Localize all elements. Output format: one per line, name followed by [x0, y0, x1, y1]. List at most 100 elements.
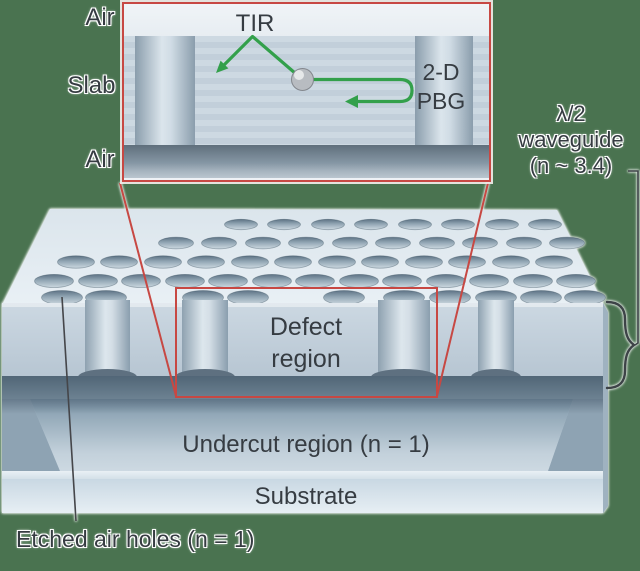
air-hole — [556, 273, 596, 288]
air-hole — [34, 273, 74, 288]
air-hole — [405, 255, 443, 269]
air-hole — [311, 218, 345, 231]
pbg-label-line1: 2-D — [422, 59, 460, 85]
cross-section-inset: TIR 2-D PBG — [122, 2, 491, 182]
light-ray-arrows — [216, 34, 414, 108]
etched-air-holes-label: Etched air holes (n = 1) — [16, 526, 255, 552]
air-hole — [398, 218, 432, 231]
air-hole — [224, 218, 258, 231]
slab-block — [2, 209, 608, 513]
inset-hole-column — [135, 36, 195, 145]
air-hole — [462, 236, 498, 250]
air-hole — [288, 236, 324, 250]
pbg-ray — [311, 77, 414, 104]
callout-right-connector — [436, 182, 489, 397]
front-hole-pillars — [85, 300, 514, 378]
waveguide-label-line3: (n ~ 3.4) — [529, 153, 613, 178]
inset-hole-column — [415, 36, 473, 145]
air-hole — [227, 290, 269, 305]
air-hole — [339, 273, 379, 288]
tir-arrowhead — [216, 60, 229, 73]
air-hole — [492, 255, 530, 269]
undercut-right-wall — [548, 399, 603, 471]
air-hole — [419, 236, 455, 250]
air-hole — [361, 255, 399, 269]
air-hole — [57, 255, 95, 269]
waveguide-label: λ/2 waveguide (n ~ 3.4) — [496, 101, 640, 179]
air-hole — [208, 273, 248, 288]
undercut-region-label: Undercut region (n = 1) — [182, 431, 430, 458]
slab-label: Slab — [67, 72, 116, 99]
air-hole — [318, 255, 356, 269]
inset-air-band-top — [124, 4, 489, 36]
undercut-left-wall — [2, 399, 60, 471]
air-hole — [201, 236, 237, 250]
waveguide-label-line1: λ/2 — [556, 101, 586, 126]
air-hole — [187, 255, 225, 269]
air-hole — [426, 273, 466, 288]
air-hole — [245, 236, 281, 250]
pbg-label: 2-D PBG — [407, 58, 475, 116]
air-hole — [295, 273, 335, 288]
air-hole — [375, 236, 411, 250]
air-hole — [78, 273, 118, 288]
inset-air-band-bottom — [124, 145, 489, 178]
air-hole — [506, 236, 542, 250]
air-bottom-label: Air — [85, 146, 115, 173]
substrate-front-face — [2, 479, 603, 513]
air-hole — [441, 218, 475, 231]
pbg-arrowhead — [345, 95, 358, 108]
air-hole — [429, 290, 471, 305]
substrate-ledge — [2, 471, 603, 479]
undercut-depth-shadow — [2, 399, 603, 414]
magnification-callout — [119, 182, 489, 398]
slab-front-top-highlight — [2, 303, 603, 307]
air-hole — [564, 290, 606, 305]
substrate-label: Substrate — [254, 483, 358, 510]
waveguide-brace — [605, 300, 637, 390]
undercut-back-wall — [30, 399, 573, 471]
air-hole — [382, 273, 422, 288]
air-hole — [485, 218, 519, 231]
air-hole — [448, 255, 486, 269]
air-hole — [165, 273, 205, 288]
air-hole — [520, 290, 562, 305]
air-hole — [354, 218, 388, 231]
block-right-face — [603, 303, 608, 513]
air-hole — [469, 273, 509, 288]
air-hole — [274, 255, 312, 269]
pbg-label-line2: PBG — [416, 88, 466, 114]
front-pillar — [478, 300, 514, 378]
defect-region-label-line2: region — [271, 345, 341, 373]
inset-hole-columns — [124, 36, 489, 145]
air-hole — [332, 236, 368, 250]
air-hole — [549, 236, 585, 250]
air-hole — [144, 255, 182, 269]
front-pillar — [182, 300, 228, 378]
air-top-label: Air — [85, 4, 115, 31]
undercut-shadow-band — [2, 376, 603, 399]
tir-ray — [220, 34, 305, 82]
front-pillar — [378, 300, 430, 378]
defect-region-label: Defect region — [243, 311, 369, 375]
air-hole — [528, 218, 562, 231]
front-pillar — [85, 300, 130, 378]
defect-region-label-line1: Defect — [269, 313, 343, 341]
waveguide-label-line2: waveguide — [518, 127, 624, 152]
air-hole — [231, 255, 269, 269]
waveguide-connector-line — [628, 170, 639, 346]
defect-region-outline — [175, 287, 438, 398]
air-hole — [267, 218, 301, 231]
air-hole — [323, 290, 365, 305]
photon-ball-highlight — [294, 70, 304, 80]
air-hole — [158, 236, 194, 250]
tir-label: TIR — [235, 10, 275, 37]
air-hole — [252, 273, 292, 288]
air-hole — [513, 273, 553, 288]
air-hole — [535, 255, 573, 269]
callout-left-connector — [119, 182, 177, 397]
etched-holes-pointer-line — [61, 296, 77, 522]
air-hole — [100, 255, 138, 269]
